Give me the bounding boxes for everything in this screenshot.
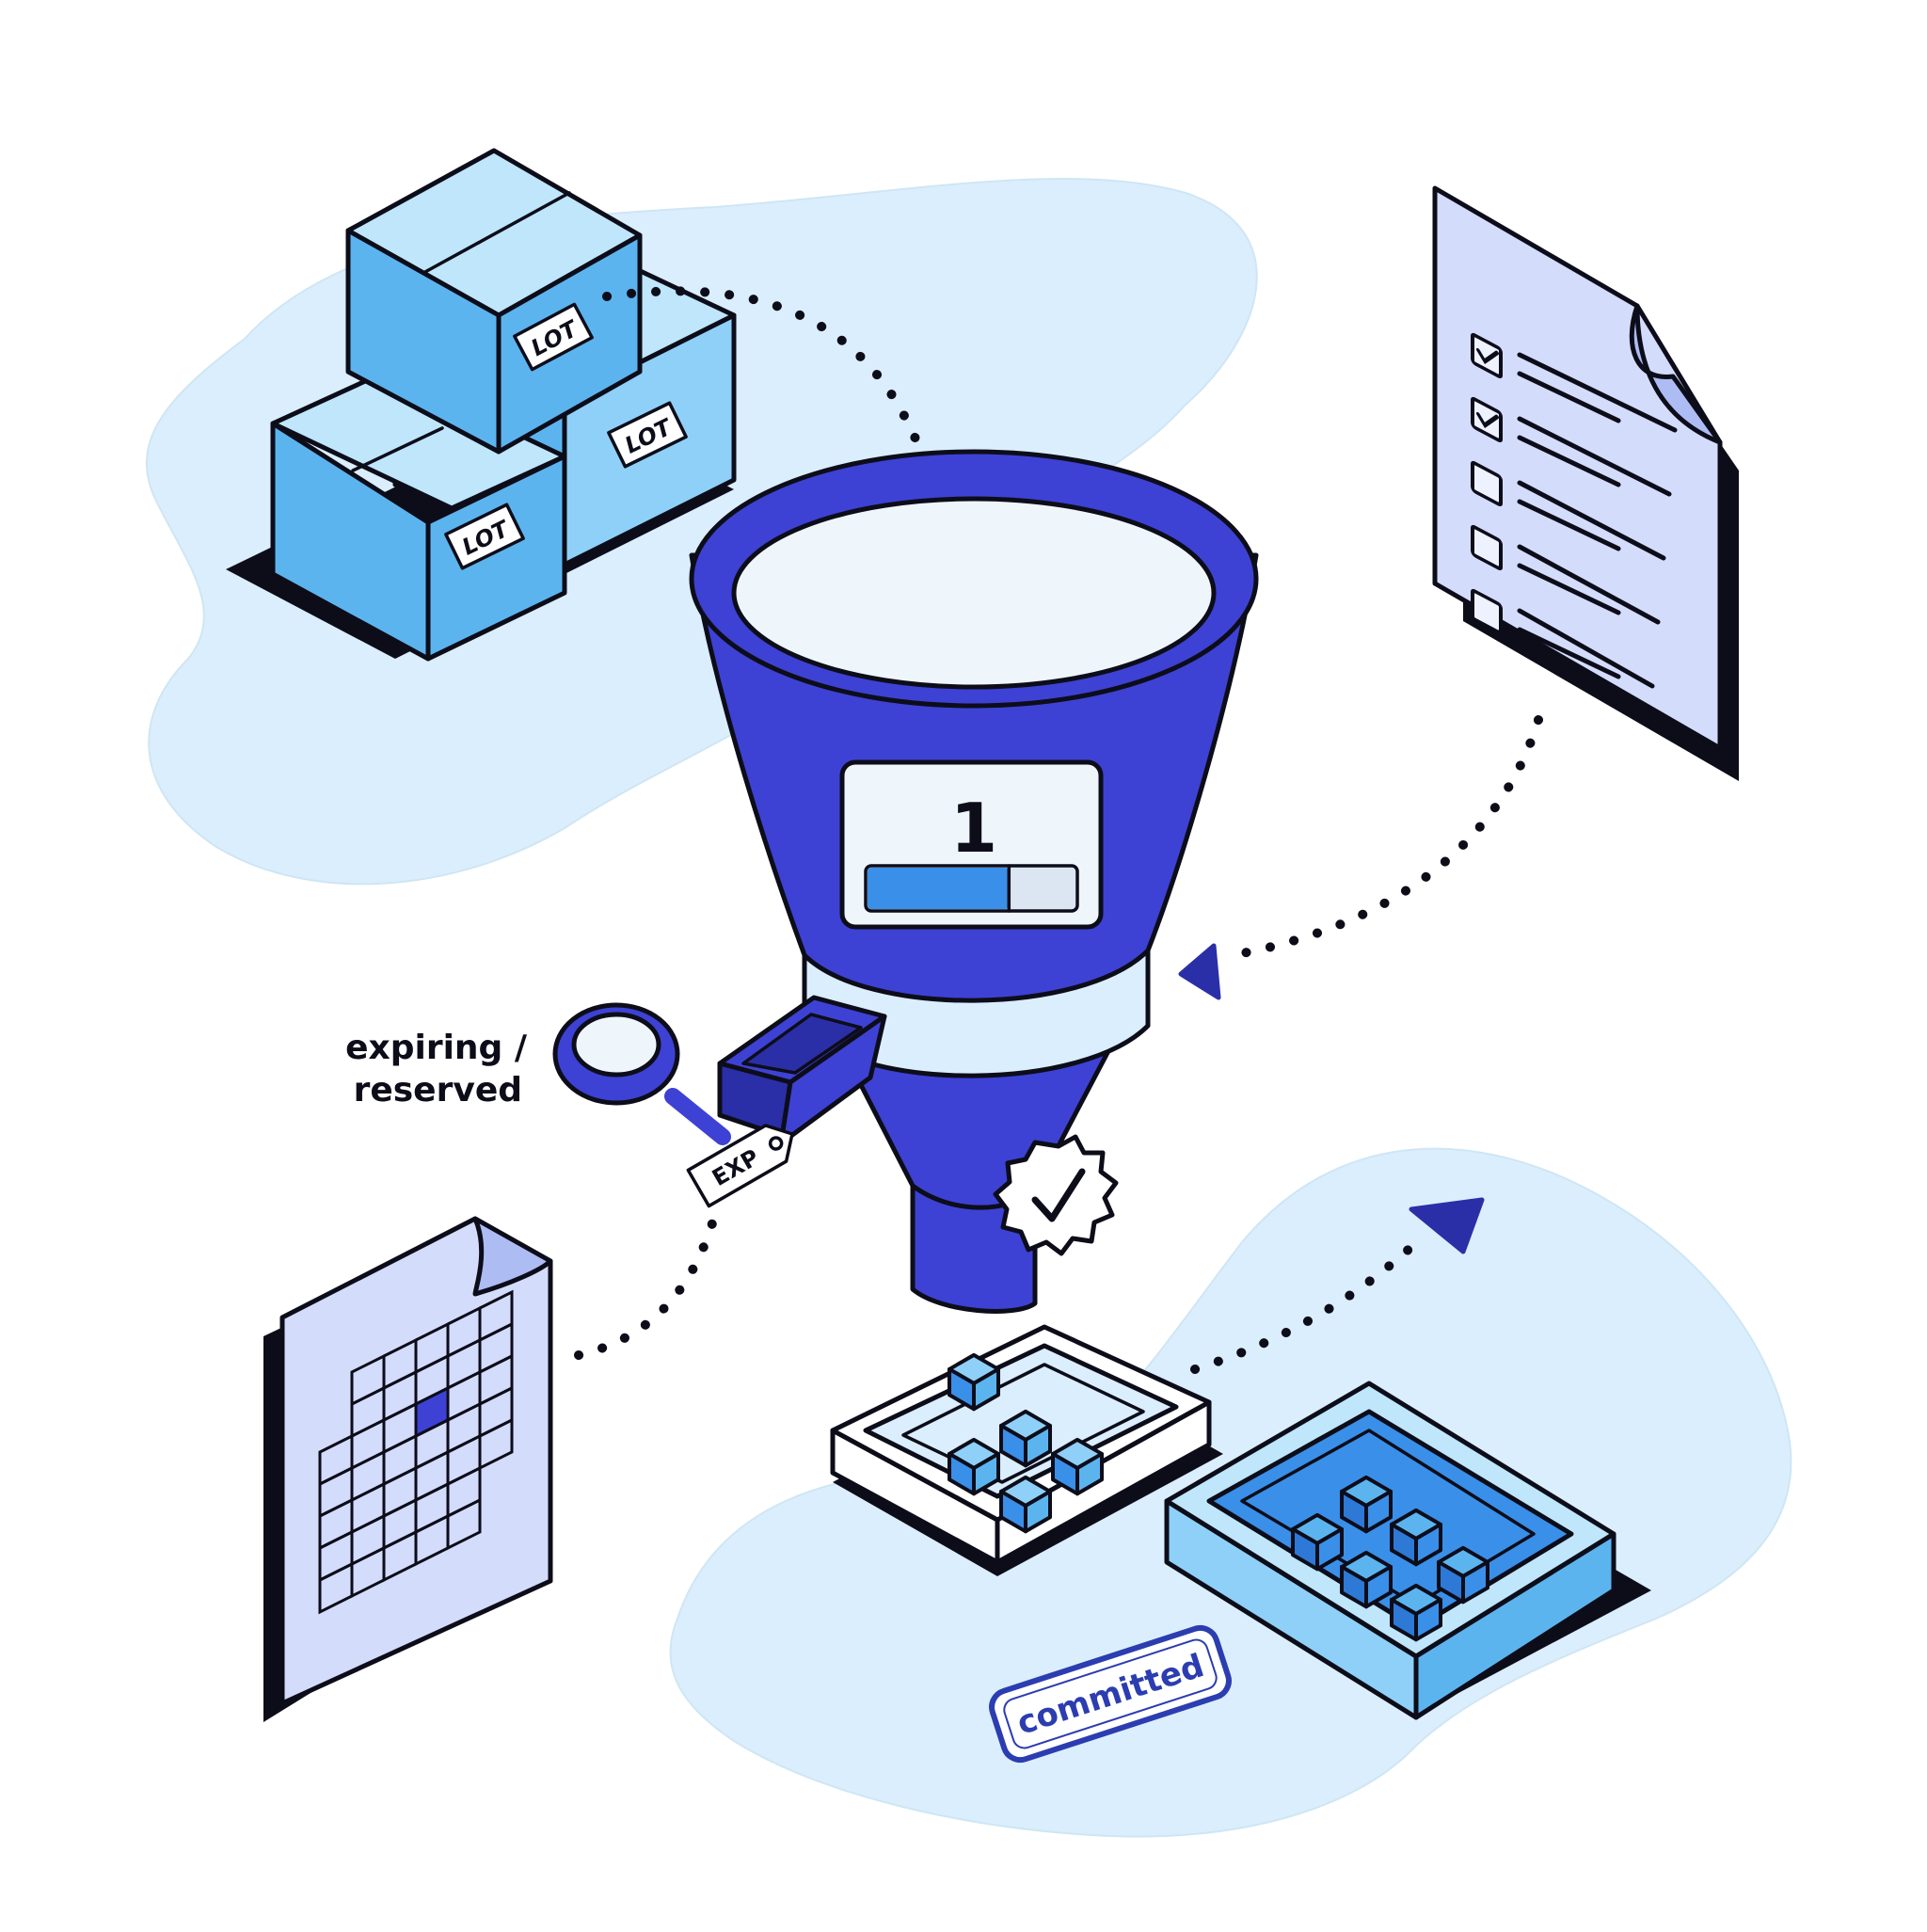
cube (1001, 1412, 1050, 1465)
flow-path-calendar-to-funnel (579, 1214, 715, 1355)
expiring-reserved-label-line1: expiring / (345, 1029, 528, 1067)
flow-path-checklist-to-funnel (1233, 720, 1538, 955)
funnel-opening (734, 499, 1214, 687)
magnifier (555, 1005, 725, 1139)
cube (1001, 1477, 1050, 1531)
calendar-document (263, 1219, 550, 1722)
cube (949, 1440, 998, 1493)
cube (1439, 1548, 1488, 1602)
counter-panel: 1 (842, 762, 1101, 927)
cube (1342, 1553, 1391, 1606)
cube (1293, 1515, 1342, 1569)
cube (949, 1355, 998, 1409)
arrow-checklist-to-funnel (1181, 946, 1218, 998)
funnel: 1 (692, 452, 1256, 1311)
progress-fill (868, 868, 1009, 909)
reject-chute (720, 998, 884, 1143)
cube (1053, 1440, 1102, 1493)
expiring-reserved-label-line2: reserved (354, 1071, 522, 1110)
checklist-document (1435, 188, 1739, 781)
counter-value: 1 (950, 789, 997, 868)
cube (1392, 1586, 1441, 1639)
cube (1392, 1510, 1441, 1564)
cube (1342, 1477, 1391, 1531)
